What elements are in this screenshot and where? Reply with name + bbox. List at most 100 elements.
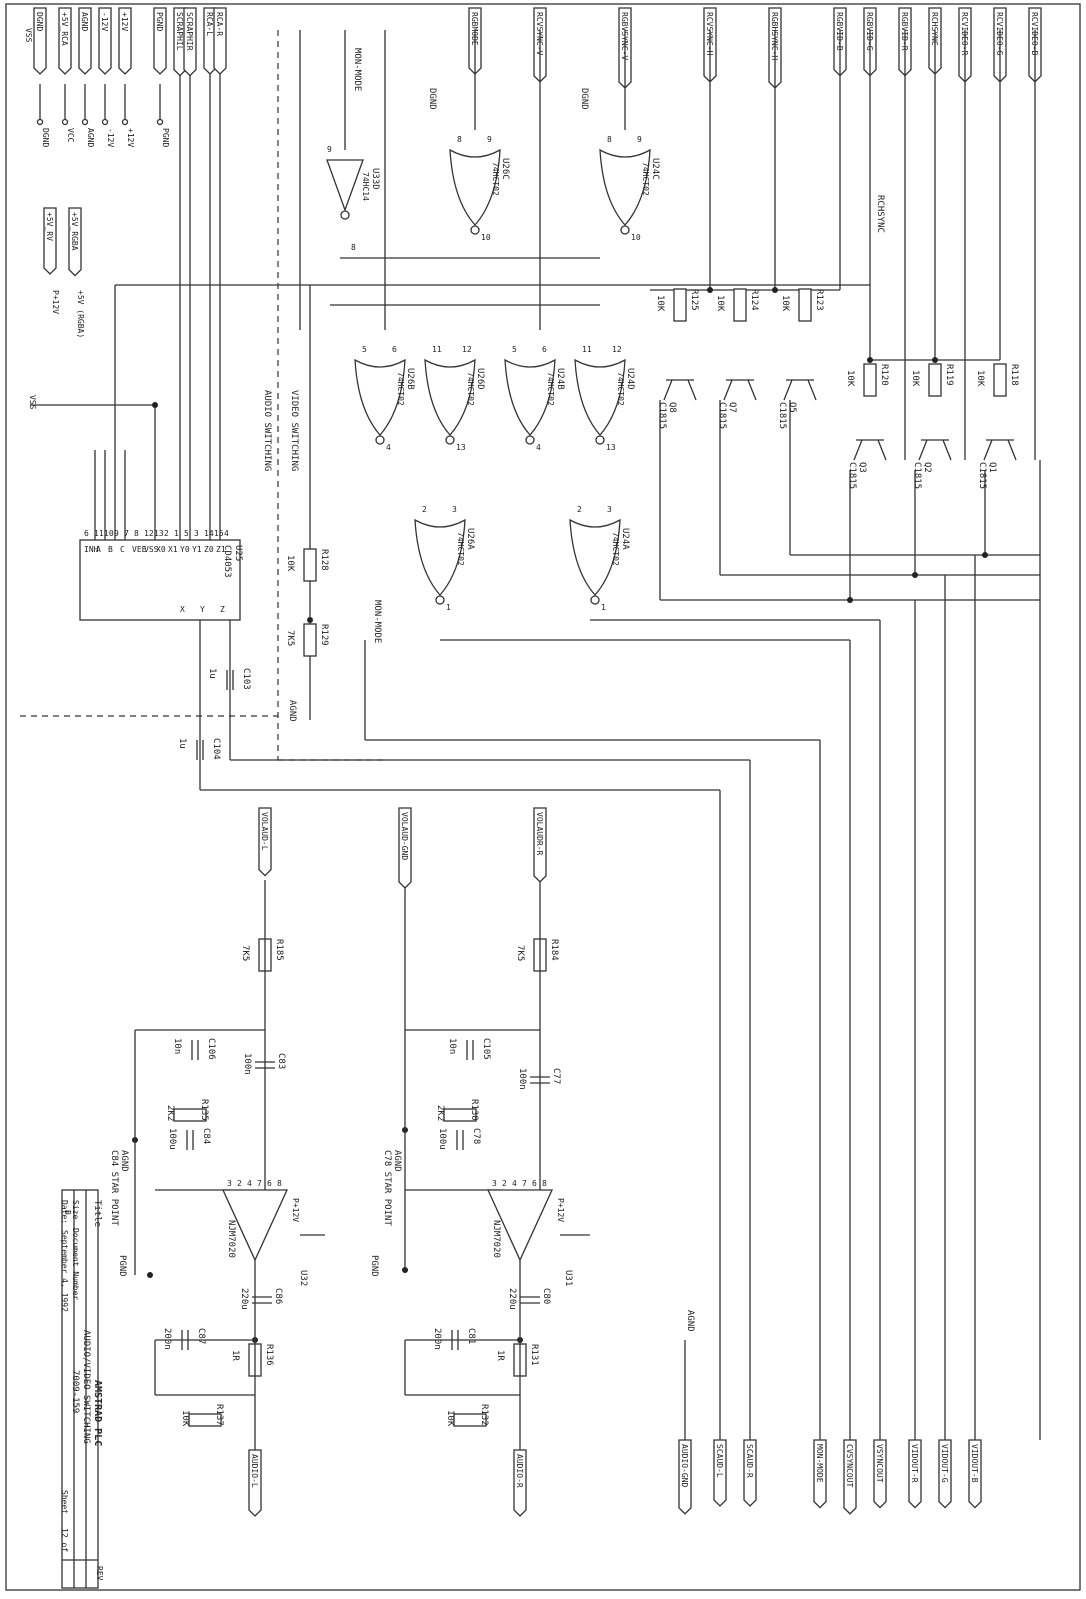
cap-val-8: 220u [507, 1288, 517, 1310]
cap-ref-4: C105 [481, 1038, 491, 1060]
gate-pin-3-1: 12 [612, 345, 622, 354]
power-port-5-label: PGND [155, 12, 164, 31]
power-port-0-label: DGND [35, 12, 44, 31]
mux-pin-num-4: 7 [124, 529, 129, 538]
vol-port-2: VOLAUD-L [258, 807, 272, 877]
res-val-5: 10K [655, 295, 665, 312]
gate-pin-2-0: 9 [327, 145, 332, 154]
gate-pin-0-0: 8 [607, 135, 612, 144]
rgb-port-1-label: +5V_RV [45, 212, 54, 241]
cap-ref-3: C83 [276, 1053, 286, 1069]
capacitor-c105: C105 10n [447, 1038, 491, 1060]
out-port-5-label: VSYNCOUT [875, 1444, 884, 1483]
cap-ref-6: C78 [471, 1128, 481, 1144]
title-block: Title AMSTRAD PLC AUDIO/VIDEO SWITCHING … [60, 1189, 104, 1589]
sheet-label: Sheet [60, 1490, 69, 1514]
date-label: Date: [60, 1200, 69, 1224]
mon-mode-net: MON-MODE [352, 48, 362, 91]
mux-pin-num-14: 4 [224, 529, 229, 538]
cap-val-6: 100u [437, 1128, 447, 1150]
gate-pin-4-0: 5 [512, 345, 517, 354]
mux-pin-in-4: VEE [132, 545, 147, 554]
tr-ref-0: Q1 [987, 462, 997, 473]
res-ref-4: R124 [749, 289, 759, 311]
gate-pin-8-2: 1 [446, 603, 451, 612]
gate-pin-4-1: 6 [542, 345, 547, 354]
res-val-12: 1R [495, 1350, 505, 1361]
mux-part: CD4053 [222, 545, 232, 578]
gate-pin-7-1: 3 [607, 505, 612, 514]
mux-pin-in-7: X1 [168, 545, 178, 554]
gate-pin-6-0: 5 [362, 345, 367, 354]
op-pin-1-2: 4 [247, 1179, 252, 1188]
mux-pin-num-12: 14 [204, 529, 214, 538]
audio-out-port-0: AUDIO-R [513, 1449, 527, 1517]
out-port-0-label: AUDIO-GND [680, 1444, 689, 1488]
size-label: Size [71, 1200, 80, 1219]
agnd-net-4: AGND [685, 1310, 695, 1332]
mux-pin-num-11: 3 [194, 529, 199, 538]
op-pwr-1: P+12V [291, 1198, 300, 1222]
rchsync-net: RCHSYNC [875, 195, 885, 233]
resistor-r131: R131 1R [495, 1343, 539, 1377]
title-label: Title [92, 1200, 102, 1227]
gate-ref-1: U26C [500, 158, 510, 180]
vol-port-1: VOLAUD-GND [398, 807, 412, 889]
res-ref-1: R119 [944, 364, 954, 386]
top-port-3-label: RCHSYNC [930, 12, 939, 46]
op-ref-0: U31 [563, 1270, 573, 1286]
tr-part-3: C1815 [777, 402, 787, 429]
res-ref-12: R131 [529, 1344, 539, 1366]
star-point-2: C84 STAR POINT [109, 1150, 119, 1226]
out-port-0: AUDIO-GND [678, 1439, 692, 1515]
gate-pin-5-1: 12 [462, 345, 472, 354]
rgb-net-0: +5V (RGBA) [76, 290, 85, 338]
op-pin-0-0: 3 [492, 1179, 497, 1188]
gate-type-8: 74HCT02 [456, 532, 465, 566]
gate-pin-7-2: 1 [601, 603, 606, 612]
mux-pin-num-9: 1 [174, 529, 179, 538]
res-val-1: 10K [910, 370, 920, 387]
tr-ref-1: Q2 [922, 462, 932, 473]
mux-pin-in-9: Y1 [192, 545, 202, 554]
vol-port-0-label: VOLAUDR-R [535, 812, 544, 856]
gate-type-1: 74HCT02 [491, 162, 500, 196]
res-ref-2: R120 [879, 364, 889, 386]
tr-ref-5: Q8 [667, 402, 677, 413]
tr-part-2: C1815 [847, 462, 857, 489]
mux-pin-in-2: B [108, 545, 113, 554]
audio-out-port-1: AUDIO-L [248, 1449, 262, 1517]
res-val-14: 10K [445, 1410, 455, 1427]
res-ref-8: R184 [549, 939, 559, 961]
op-pin-0-2: 4 [512, 1179, 517, 1188]
op-pin-0-4: 6 [532, 1179, 537, 1188]
gate-type-3: 74HCT02 [616, 372, 625, 406]
res-ref-7: R129 [319, 624, 329, 646]
gate-type-2: 74HC14 [361, 172, 370, 201]
cap-val-4: 10n [447, 1038, 457, 1054]
resistor-r119: R119 10K [910, 363, 954, 397]
mux-pin-in-11: Z1 [216, 545, 226, 554]
sheet-border [5, 3, 1081, 1591]
gate-pin-0-1: 9 [637, 135, 642, 144]
vol-port-0: VOLAUDR-R [533, 807, 547, 883]
gate-ref-4: U24B [555, 368, 565, 390]
gate-pin-4-2: 4 [536, 443, 541, 452]
cap-val-10: 200n [432, 1328, 442, 1350]
dgnd-net-2: DGND [427, 88, 437, 110]
res-val-11: 2K2 [165, 1105, 175, 1121]
tr-part-4: C1815 [717, 402, 727, 429]
